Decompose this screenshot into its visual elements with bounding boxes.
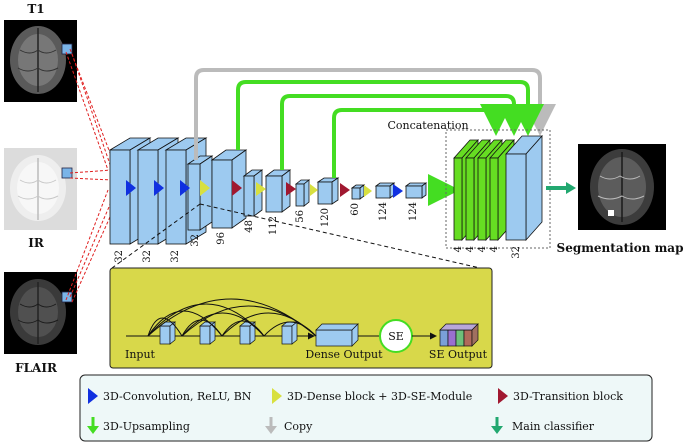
channel-label: 56 bbox=[295, 210, 306, 223]
flair-image bbox=[4, 272, 77, 354]
t1-image bbox=[4, 20, 77, 102]
legend-conv-icon bbox=[88, 388, 98, 404]
channel-label: 60 bbox=[350, 203, 361, 216]
patch-connectors bbox=[65, 48, 115, 303]
concatenation-label: Concatenation bbox=[387, 119, 468, 132]
encoder-blocks bbox=[108, 137, 428, 245]
channel-label: 124 bbox=[378, 202, 389, 221]
legend bbox=[79, 374, 653, 442]
dense-input-label: Input bbox=[125, 348, 156, 361]
channel-label: 112 bbox=[268, 216, 279, 235]
dense-markers bbox=[200, 180, 372, 197]
channel-label: 32 bbox=[142, 250, 153, 263]
channel-label: 32 bbox=[114, 250, 125, 263]
channel-label: 120 bbox=[320, 208, 331, 227]
channel-label: 48 bbox=[244, 220, 255, 233]
legend-upsampling-label: 3D-Upsampling bbox=[103, 420, 190, 433]
se-output-label: SE Output bbox=[429, 348, 488, 361]
ir-image bbox=[4, 148, 77, 230]
classifier-arrowhead bbox=[566, 182, 576, 194]
channel-label: 32 bbox=[190, 234, 201, 247]
legend-dense-label: 3D-Dense block + 3D-SE-Module bbox=[287, 390, 472, 403]
upsampling-arrows bbox=[236, 80, 544, 206]
legend-conv-label: 3D-Convolution, ReLU, BN bbox=[103, 390, 252, 403]
legend-dense-icon bbox=[272, 388, 282, 404]
channel-label: 32 bbox=[170, 250, 181, 263]
t1-label: T1 bbox=[27, 2, 44, 16]
transition-markers bbox=[232, 180, 350, 197]
conv-markers bbox=[126, 180, 403, 198]
segmentation-map-label: Segmentation map bbox=[557, 241, 684, 255]
output-blocks bbox=[453, 134, 543, 242]
copy-arrows bbox=[194, 68, 556, 160]
encoder-channel-labels: 32 32 32 32 96 48 112 56 120 60 124 124 bbox=[114, 202, 419, 263]
channel-label: 4 bbox=[489, 246, 500, 252]
legend-copy-label: Copy bbox=[284, 420, 313, 433]
legend-transition-label: 3D-Transition block bbox=[513, 390, 623, 403]
dense-output-label: Dense Output bbox=[305, 348, 383, 361]
output-channel-labels: 4 4 4 4 32 bbox=[453, 246, 522, 259]
concatenation-box bbox=[445, 129, 551, 249]
legend-classifier-label: Main classifier bbox=[512, 420, 595, 433]
channel-label: 4 bbox=[477, 246, 488, 252]
channel-label: 96 bbox=[216, 232, 227, 245]
channel-label: 4 bbox=[465, 246, 476, 252]
dense-block-detail bbox=[109, 267, 493, 369]
legend-transition-icon bbox=[498, 388, 508, 404]
zoom-lines bbox=[111, 203, 481, 269]
channel-label: 124 bbox=[408, 202, 419, 221]
se-label: SE bbox=[388, 330, 404, 343]
segmentation-map-image bbox=[578, 144, 666, 230]
channel-label: 4 bbox=[453, 246, 464, 252]
flair-label: FLAIR bbox=[15, 361, 58, 375]
channel-label: 32 bbox=[511, 246, 522, 259]
ir-label: IR bbox=[28, 236, 45, 250]
